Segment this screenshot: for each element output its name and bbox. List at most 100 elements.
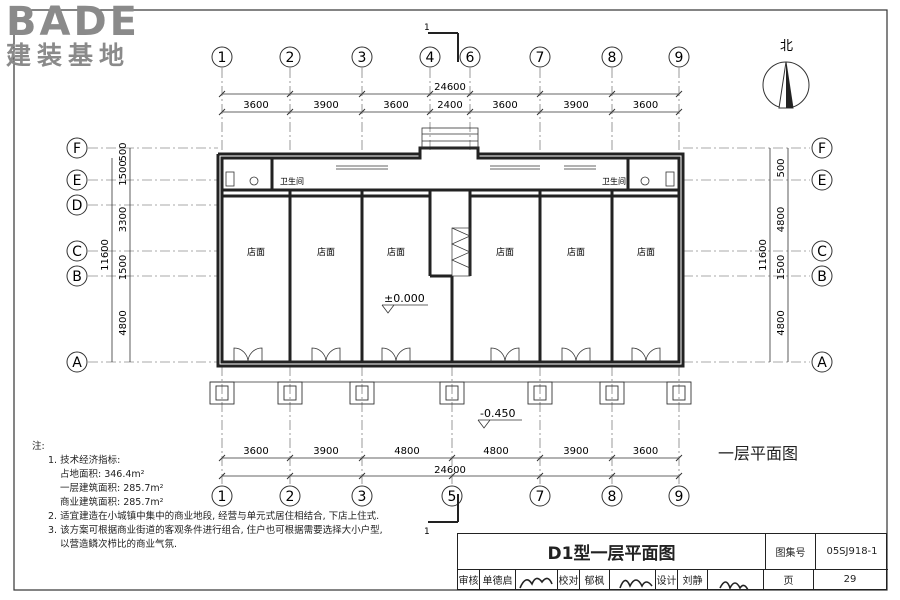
axis-top-2-label: 2 bbox=[286, 50, 295, 66]
axis-right-E-label: E bbox=[818, 173, 827, 189]
axis-right-C bbox=[811, 240, 833, 262]
bottom-dim-text: 4800 bbox=[394, 446, 419, 457]
axis-top-2 bbox=[279, 46, 301, 68]
bottom-dimensions bbox=[222, 457, 679, 477]
right-total-dim: 11600 bbox=[758, 239, 769, 271]
toilet-label-left: 卫生间 bbox=[280, 176, 304, 186]
door bbox=[631, 347, 647, 363]
axis-bottom-9-label: 9 bbox=[675, 489, 684, 505]
axis-bottom-2-label: 2 bbox=[286, 489, 295, 505]
title-block-row: 审核 单德启 校对 郁枫 设计 刘静 页 29 bbox=[458, 570, 888, 589]
note-3b: 以营造鳞次栉比的商业气氛. bbox=[60, 539, 178, 550]
axis-top-3-label: 3 bbox=[358, 50, 367, 66]
axis-left-B bbox=[66, 265, 88, 287]
room-label-2: 店面 bbox=[317, 246, 335, 258]
axis-top-1-label: 1 bbox=[218, 50, 227, 66]
axis-right-E bbox=[811, 169, 833, 191]
designer-signature bbox=[708, 570, 764, 589]
axis-bottom-2 bbox=[279, 485, 301, 507]
checker-name: 郁枫 bbox=[580, 570, 610, 589]
axis-top-9 bbox=[668, 46, 690, 68]
axis-left-C bbox=[66, 240, 88, 262]
door bbox=[233, 347, 249, 363]
north-label: 北 bbox=[780, 39, 793, 54]
axis-right-F-label: F bbox=[818, 141, 826, 157]
axis-bottom-7 bbox=[529, 485, 551, 507]
right-dim-text: 4800 bbox=[776, 310, 787, 335]
axis-right-B-label: B bbox=[817, 269, 827, 285]
note-1: 1. 技术经济指标: bbox=[48, 455, 121, 466]
bottom-dim-text: 4800 bbox=[483, 446, 508, 457]
bottom-dim-text: 3600 bbox=[633, 446, 658, 457]
room-label-1: 店面 bbox=[247, 246, 265, 258]
axis-right-B bbox=[811, 265, 833, 287]
axis-top-1 bbox=[211, 46, 233, 68]
notes: 注: 1. 技术经济指标: 占地面积: 346.4m² 一层建筑面积: 285.… bbox=[32, 440, 452, 552]
bottom-dim-text: 3900 bbox=[313, 446, 338, 457]
left-total-dim: 11600 bbox=[100, 239, 111, 271]
axis-left-E-label: E bbox=[73, 173, 82, 189]
axis-left-D-label: D bbox=[72, 198, 83, 214]
sheet-border bbox=[13, 9, 888, 591]
signatures bbox=[519, 577, 749, 591]
right-dim-text: 4800 bbox=[776, 207, 787, 232]
section-mark-top: 1 bbox=[424, 23, 430, 33]
door bbox=[381, 347, 397, 363]
section-mark-bottom: 1 bbox=[424, 527, 430, 537]
axis-top-3 bbox=[351, 46, 373, 68]
axis-top-8-label: 8 bbox=[608, 50, 617, 66]
axis-top-8 bbox=[601, 46, 623, 68]
stair bbox=[451, 227, 471, 277]
atlas-label: 图集号 bbox=[766, 534, 816, 570]
axis-left-D bbox=[66, 194, 88, 216]
note-1b: 一层建筑面积: 285.7m² bbox=[60, 483, 164, 494]
axis-bottom-8 bbox=[601, 485, 623, 507]
axis-left-E bbox=[66, 169, 88, 191]
entrance-steps bbox=[421, 127, 479, 149]
axis-left-C-label: C bbox=[72, 244, 82, 260]
bottom-dim-text: 3600 bbox=[243, 446, 268, 457]
top-dim-text: 3600 bbox=[492, 100, 517, 111]
left-dim-top: 500 bbox=[118, 142, 129, 161]
room-label-6: 店面 bbox=[637, 246, 655, 258]
note-1c: 商业建筑面积: 285.7m² bbox=[60, 497, 164, 508]
toilet-label-right: 卫生间 bbox=[602, 176, 626, 186]
room-label-4: 店面 bbox=[496, 246, 514, 258]
level-main: ±0.000 bbox=[384, 292, 425, 305]
left-dim-text: 3300 bbox=[118, 207, 129, 232]
top-total-dim: 24600 bbox=[434, 82, 466, 93]
reviewer-signature bbox=[516, 570, 558, 589]
note-3: 3. 该方案可根据商业街道的客观条件进行组合, 住户也可根据需要选择大小户型, bbox=[48, 525, 383, 536]
plan-title: 一层平面图 bbox=[718, 444, 799, 463]
section-marks bbox=[428, 32, 459, 523]
axis-bottom-5-label: 5 bbox=[448, 489, 457, 505]
room-label-5: 店面 bbox=[567, 246, 585, 258]
left-dim-text: 1500 bbox=[118, 160, 129, 185]
page-number: 29 bbox=[843, 574, 857, 585]
logo: BADE 建装基地 bbox=[6, 2, 156, 70]
axis-top-7 bbox=[529, 46, 551, 68]
axis-right-F bbox=[811, 137, 833, 159]
bottom-total-dim: 24600 bbox=[434, 465, 466, 476]
designer-name: 刘静 bbox=[678, 570, 708, 589]
axis-top-6 bbox=[459, 46, 481, 68]
axis-left-B-label: B bbox=[72, 269, 82, 285]
axis-top-6-label: 6 bbox=[466, 50, 475, 66]
page-label: 页 bbox=[764, 570, 814, 589]
top-dim-text: 3900 bbox=[313, 100, 338, 111]
top-dim-text: 3900 bbox=[563, 100, 588, 111]
axis-bottom-1-label: 1 bbox=[218, 489, 227, 505]
axis-right-C-label: C bbox=[817, 244, 827, 260]
door bbox=[561, 347, 577, 363]
title-block: D1型一层平面图 图集号 05SJ918-1 审核 单德启 校对 郁枫 设计 刘… bbox=[457, 533, 888, 590]
axis-left-F bbox=[66, 137, 88, 159]
left-dim-text: 1500 bbox=[118, 255, 129, 280]
top-dim-text: 3600 bbox=[383, 100, 408, 111]
room-label-3: 店面 bbox=[387, 246, 405, 258]
top-dimensions bbox=[222, 93, 679, 113]
axis-bottom-7-label: 7 bbox=[536, 489, 545, 505]
level-outdoor: -0.450 bbox=[480, 407, 515, 420]
design-label: 设计 bbox=[656, 570, 678, 589]
top-dim-text: 2400 bbox=[437, 100, 462, 111]
axis-bottom-9 bbox=[668, 485, 690, 507]
